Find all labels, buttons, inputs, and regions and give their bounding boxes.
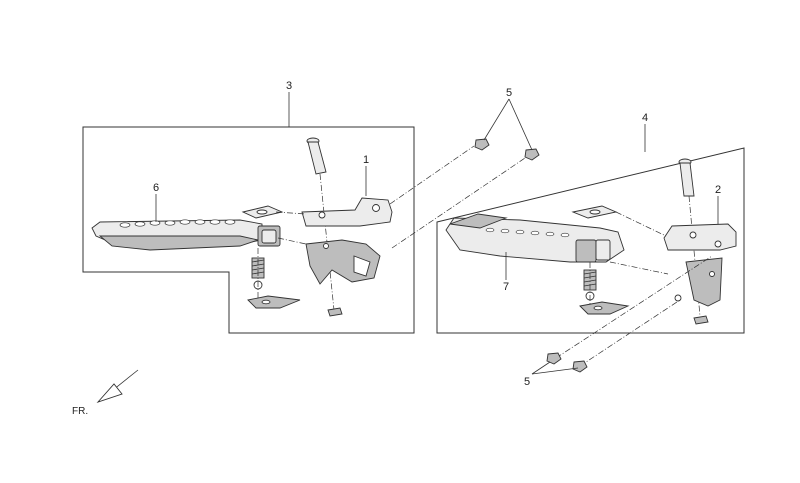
- left-pin: [306, 137, 327, 175]
- front-direction-arrow: [96, 369, 139, 403]
- right-assembly-frame: [436, 147, 745, 334]
- callout-4: 4: [642, 112, 648, 124]
- right-footpeg: [445, 213, 625, 263]
- front-label: FR.: [72, 406, 88, 417]
- callout-2: 2: [715, 184, 721, 196]
- callout-1: 1: [363, 154, 369, 166]
- left-bracket: [301, 197, 393, 285]
- callout-7: 7: [503, 281, 509, 293]
- left-footpeg: [91, 219, 281, 251]
- left-assembly-frame: [82, 126, 415, 334]
- right-footpeg-assembly: [436, 147, 745, 373]
- callout-3: 3: [286, 80, 292, 92]
- right-bracket: [663, 223, 737, 307]
- left-footpeg-assembly: [82, 126, 540, 334]
- callout-6: 6: [153, 182, 159, 194]
- right-pin: [678, 158, 695, 197]
- callout-5-top: 5: [506, 87, 512, 99]
- callout-5-bottom: 5: [524, 376, 530, 388]
